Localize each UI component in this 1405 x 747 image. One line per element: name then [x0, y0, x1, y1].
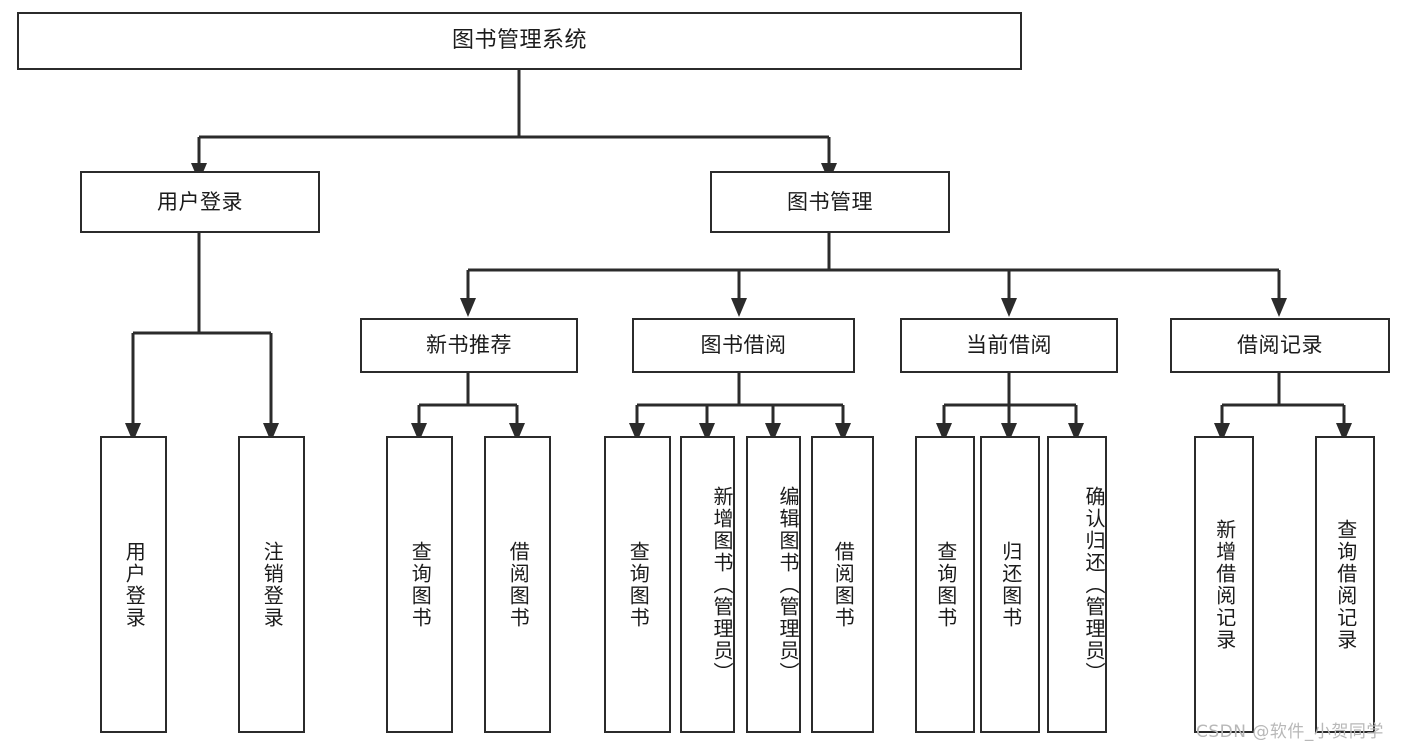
node-root-book-management-system[interactable]: 图书管理系统	[17, 12, 1022, 70]
node-current-borrowing[interactable]: 当前借阅	[900, 318, 1118, 373]
csdn-watermark: CSDN @软件_小贺同学	[1196, 722, 1384, 742]
node-borrow-records[interactable]: 借阅记录	[1170, 318, 1390, 373]
leaf-borrow-books-new-book[interactable]: 借阅图书	[484, 436, 551, 733]
leaf-query-books-current[interactable]: 查询图书	[915, 436, 975, 733]
leaf-query-books-new-book[interactable]: 查询图书	[386, 436, 453, 733]
leaf-query-books-borrow[interactable]: 查询图书	[604, 436, 671, 733]
node-new-book-recommendation[interactable]: 新书推荐	[360, 318, 578, 373]
node-book-borrowing[interactable]: 图书借阅	[632, 318, 855, 373]
leaf-logout[interactable]: 注销登录	[238, 436, 305, 733]
leaf-confirm-return-admin[interactable]: 确认归还（管理员）	[1047, 436, 1107, 733]
node-user-login[interactable]: 用户登录	[80, 171, 320, 233]
leaf-query-borrow-record[interactable]: 查询借阅记录	[1315, 436, 1375, 733]
leaf-user-login[interactable]: 用户登录	[100, 436, 167, 733]
leaf-return-books[interactable]: 归还图书	[980, 436, 1040, 733]
node-book-management[interactable]: 图书管理	[710, 171, 950, 233]
leaf-borrow-books[interactable]: 借阅图书	[811, 436, 874, 733]
leaf-add-borrow-record[interactable]: 新增借阅记录	[1194, 436, 1254, 733]
leaf-add-book-admin[interactable]: 新增图书（管理员）	[680, 436, 735, 733]
leaf-edit-book-admin[interactable]: 编辑图书（管理员）	[746, 436, 801, 733]
